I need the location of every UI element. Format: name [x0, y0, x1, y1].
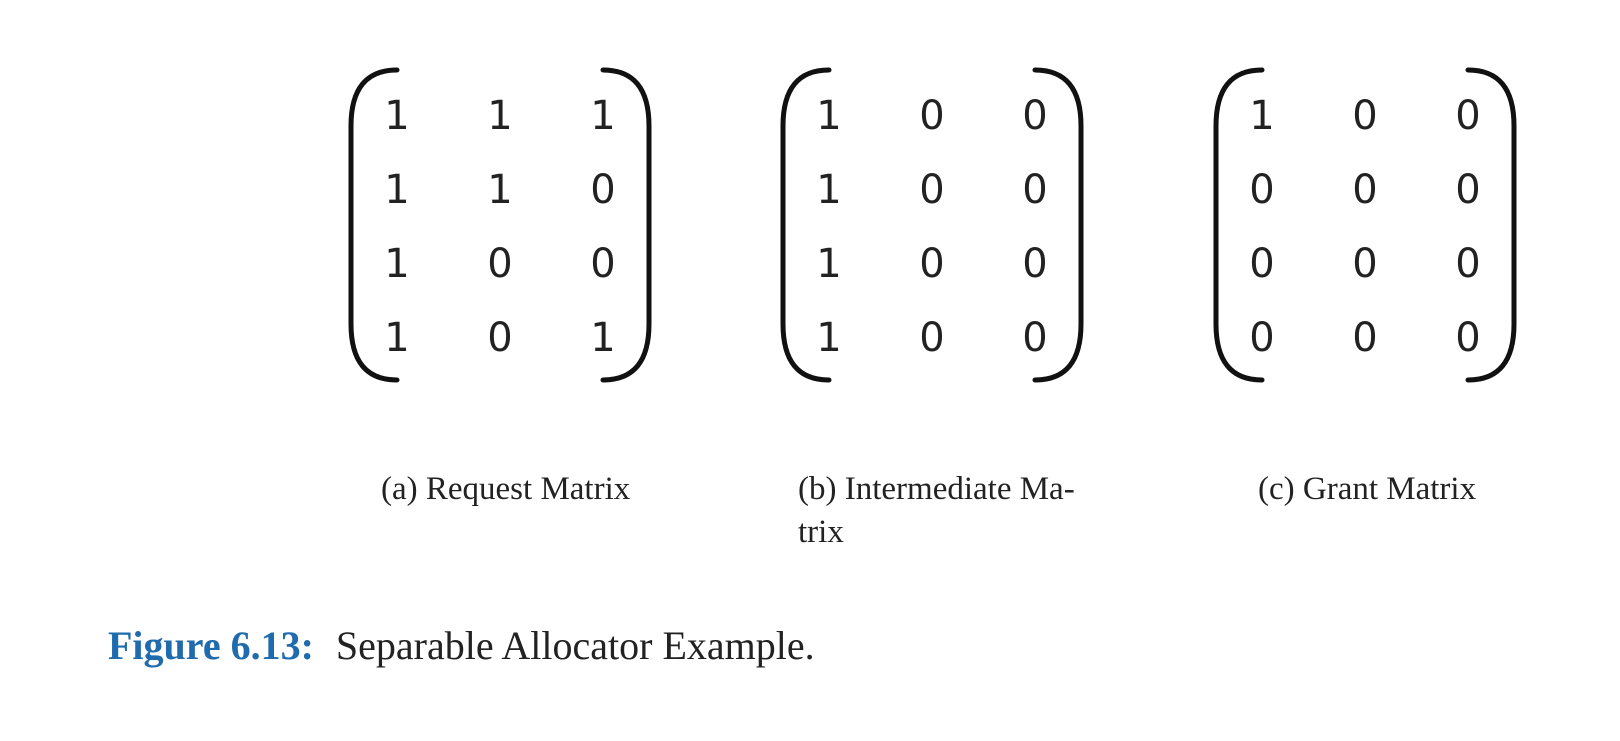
right-bracket [1032, 67, 1084, 383]
matrix-c-brackets [1213, 67, 1517, 383]
matrix-cell: 1 [1249, 93, 1275, 139]
matrix-cell: 1 [384, 93, 410, 139]
subcaption-c: (c) Grant Matrix [1258, 468, 1476, 511]
matrix-cell: 0 [1022, 167, 1048, 213]
figure-caption-text: Separable Allocator Example. [335, 623, 815, 668]
matrix-cell: 0 [1249, 315, 1275, 361]
matrix-cell: 0 [1022, 241, 1048, 287]
matrix-cell: 1 [384, 167, 410, 213]
matrix-b-grid: 1 0 0 1 0 0 1 0 0 1 0 0 [777, 66, 1087, 384]
matrix-c: 1 0 0 0 0 0 0 0 0 0 0 0 [1210, 66, 1520, 384]
matrix-cell: 1 [590, 315, 616, 361]
matrix-cell: 0 [919, 167, 945, 213]
right-bracket [1465, 67, 1517, 383]
figure-label: Figure 6.13: [108, 623, 314, 668]
left-bracket [780, 67, 832, 383]
matrix-cell: 0 [1352, 241, 1378, 287]
matrix-a: 1 1 1 1 1 0 1 0 0 1 0 1 [345, 66, 655, 384]
matrix-cell: 1 [590, 93, 616, 139]
matrix-a-grid: 1 1 1 1 1 0 1 0 0 1 0 1 [345, 66, 655, 384]
matrix-cell: 0 [590, 167, 616, 213]
subcaption-b-line2: trix [798, 514, 844, 550]
matrix-cell: 0 [919, 241, 945, 287]
left-bracket [1213, 67, 1265, 383]
subcaption-b: (b) Intermediate Ma- trix [798, 468, 1075, 554]
matrix-b: 1 0 0 1 0 0 1 0 0 1 0 0 [777, 66, 1087, 384]
right-bracket [600, 67, 652, 383]
left-bracket [348, 67, 400, 383]
matrix-cell: 0 [590, 241, 616, 287]
matrix-cell: 0 [1022, 93, 1048, 139]
matrix-cell: 1 [487, 167, 513, 213]
matrix-cell: 0 [1249, 241, 1275, 287]
matrix-cell: 0 [1022, 315, 1048, 361]
matrix-c-grid: 1 0 0 0 0 0 0 0 0 0 0 0 [1210, 66, 1520, 384]
matrix-cell: 0 [1352, 167, 1378, 213]
matrix-cell: 1 [384, 241, 410, 287]
matrix-cell: 1 [816, 241, 842, 287]
subcaption-c-line1: (c) Grant Matrix [1258, 471, 1477, 507]
matrix-cell: 1 [384, 315, 410, 361]
matrix-cell: 0 [487, 315, 513, 361]
matrix-cell: 0 [1249, 167, 1275, 213]
matrix-cell: 0 [1455, 93, 1481, 139]
subcaption-a: (a) Request Matrix [381, 468, 630, 511]
subcaption-b-line1: (b) Intermediate Ma- [798, 471, 1075, 507]
matrix-cell: 0 [487, 241, 513, 287]
matrix-a-brackets [348, 67, 652, 383]
matrix-cell: 0 [1455, 315, 1481, 361]
matrix-cell: 0 [1352, 315, 1378, 361]
subcaption-a-line1: (a) Request Matrix [381, 471, 631, 507]
matrix-cell: 0 [919, 93, 945, 139]
matrix-cell: 1 [816, 167, 842, 213]
matrix-b-brackets [780, 67, 1084, 383]
matrix-cell: 0 [1352, 93, 1378, 139]
matrix-cell: 1 [487, 93, 513, 139]
matrix-cell: 0 [919, 315, 945, 361]
figure-caption: Figure 6.13: Separable Allocator Example. [108, 622, 815, 670]
matrix-cell: 1 [816, 315, 842, 361]
matrix-cell: 0 [1455, 167, 1481, 213]
matrix-cell: 0 [1455, 241, 1481, 287]
matrix-cell: 1 [816, 93, 842, 139]
